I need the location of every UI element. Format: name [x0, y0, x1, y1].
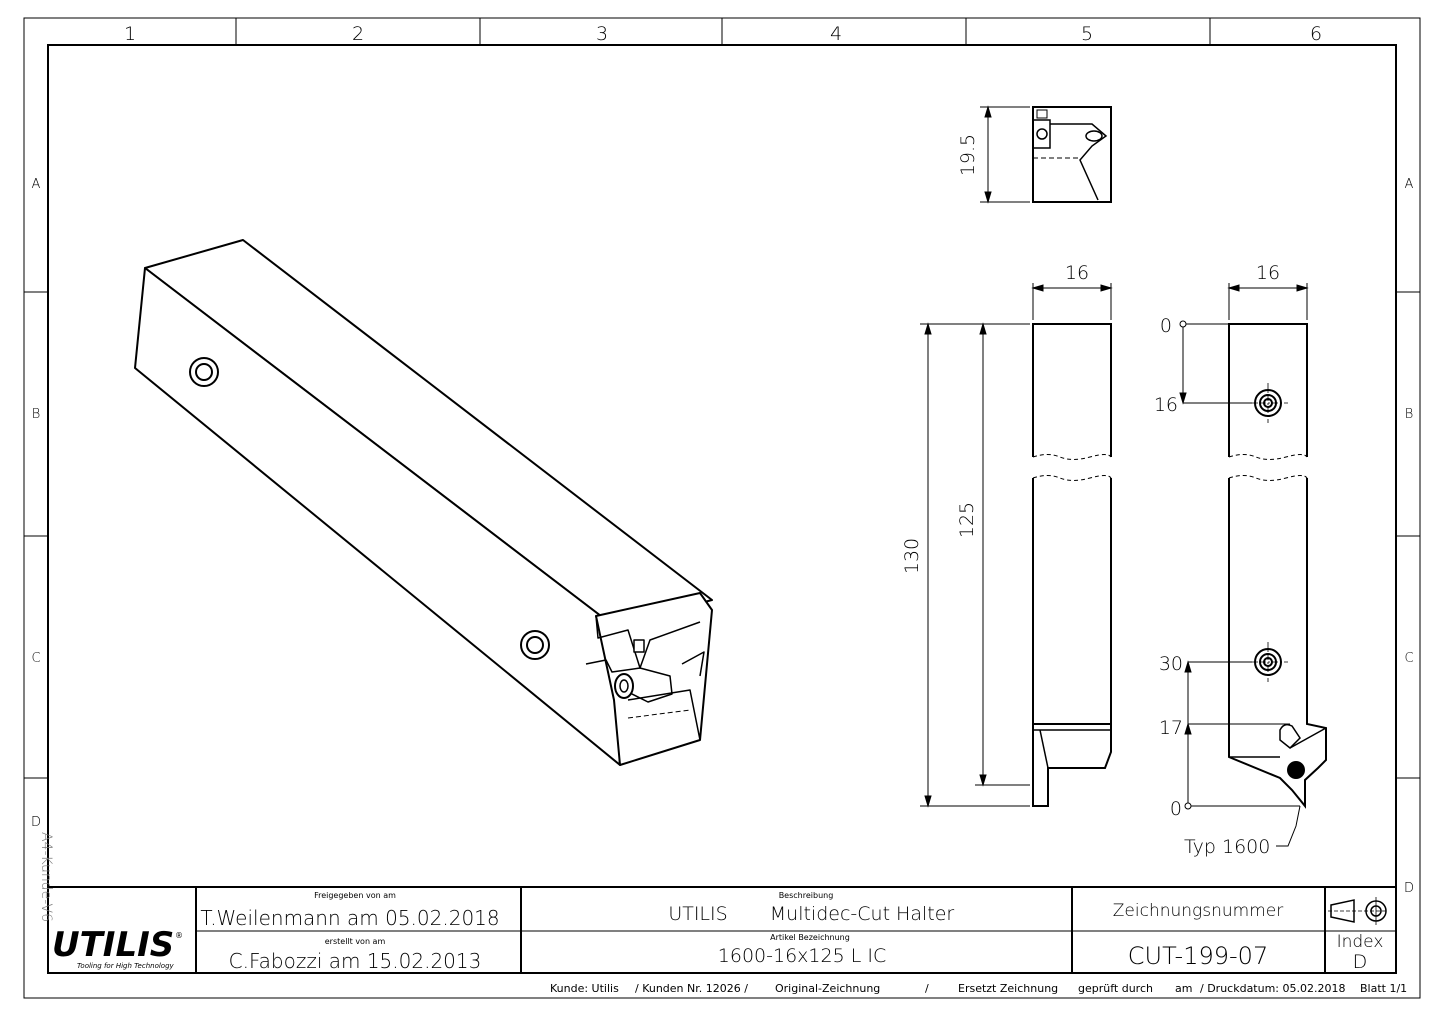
inner-frame	[47, 44, 1397, 974]
dim-pos-30: 30	[1159, 653, 1183, 675]
description-caption: Beschreibung	[779, 891, 834, 900]
dim-top-view-height: 19.5	[957, 134, 979, 176]
grid-col-label-1: 1	[124, 23, 136, 45]
footer-replaces: Ersetzt Zeichnung	[958, 982, 1058, 995]
logo-tagline: Tooling for High Technology	[77, 962, 175, 970]
logo-text: UTILIS	[52, 925, 174, 965]
grid-col-label-4: 4	[830, 23, 842, 45]
grid-row-label-a-left: A	[32, 177, 41, 192]
released-by-value: T.Weilenmann am 05.02.2018	[200, 906, 499, 930]
footer-separator: /	[925, 982, 929, 995]
footer-checked: geprüft durch	[1078, 982, 1153, 995]
footer-sheet: Blatt 1/1	[1360, 982, 1407, 995]
article-value: 1600-16x125 L IC	[718, 945, 886, 967]
grid-row-label-b-right: B	[1405, 407, 1414, 422]
grid-row-label-b-left: B	[32, 407, 41, 422]
grid-row-label-d-left: D	[31, 815, 41, 830]
side-view-dimensions	[920, 283, 1113, 808]
description-brand: UTILIS	[668, 903, 727, 925]
isometric-view	[134, 239, 713, 766]
dim-shank-length: 125	[956, 502, 978, 538]
grid-col-label-3: 3	[596, 23, 608, 45]
index-caption: Index	[1337, 932, 1384, 952]
drawing-number: CUT-199-07	[1128, 942, 1268, 970]
front-view	[1228, 323, 1327, 809]
dim-width-front-view: 16	[1256, 262, 1280, 284]
footer-original: Original-Zeichnung	[775, 982, 880, 995]
insert-type-label: Typ 1600	[1184, 836, 1270, 858]
description-value: Multidec-Cut Halter	[770, 903, 955, 925]
top-view	[1032, 106, 1112, 203]
released-caption: Freigegeben von am	[314, 891, 396, 900]
grid-row-label-c-left: C	[31, 651, 40, 666]
footer-am: am	[1175, 982, 1192, 995]
index-value: D	[1353, 951, 1368, 973]
grid-row-label-d-right: D	[1404, 881, 1414, 896]
grid-col-label-5: 5	[1081, 23, 1093, 45]
grid-row-label-c-right: C	[1404, 651, 1413, 666]
footer-row: Kunde: Utilis / Kunden Nr. 12026 / Origi…	[550, 982, 1407, 995]
dim-width-side-view: 16	[1065, 262, 1089, 284]
sheet-side-label: A4-Kunde-V6	[38, 832, 54, 922]
side-view	[1032, 323, 1112, 807]
dim-pos-16: 16	[1154, 394, 1178, 416]
front-view-dimensions	[1179, 283, 1309, 847]
dim-overall-length: 130	[901, 538, 923, 574]
dim-pos-0-top: 0	[1160, 315, 1172, 337]
created-caption: erstellt von am	[325, 937, 386, 946]
dim-pos-17: 17	[1159, 717, 1183, 739]
footer-customer-no: / Kunden Nr. 12026 /	[635, 982, 748, 995]
drawing-number-caption: Zeichnungsnummer	[1113, 901, 1283, 921]
grid-col-label-6: 6	[1310, 23, 1322, 45]
grid-column-dividers	[235, 18, 1211, 45]
front-view-holes	[1248, 383, 1305, 779]
grid-col-label-2: 2	[352, 23, 364, 45]
title-block	[48, 886, 1396, 973]
grid-row-dividers	[24, 291, 1420, 779]
dim-pos-0-bottom: 0	[1170, 798, 1182, 820]
utilis-logo: UTILIS ® Tooling for High Technology	[52, 925, 183, 970]
created-by-value: C.Fabozzi am 15.02.2013	[229, 949, 482, 973]
footer-print-date: / Druckdatum: 05.02.2018	[1200, 982, 1346, 995]
projection-symbol-icon	[1328, 897, 1388, 925]
grid-row-label-a-right: A	[1405, 177, 1414, 192]
footer-customer: Kunde: Utilis	[550, 982, 619, 995]
article-caption: Artikel Bezeichnung	[770, 933, 850, 942]
logo-registered-mark: ®	[175, 931, 183, 940]
top-view-dimension	[980, 105, 1030, 204]
